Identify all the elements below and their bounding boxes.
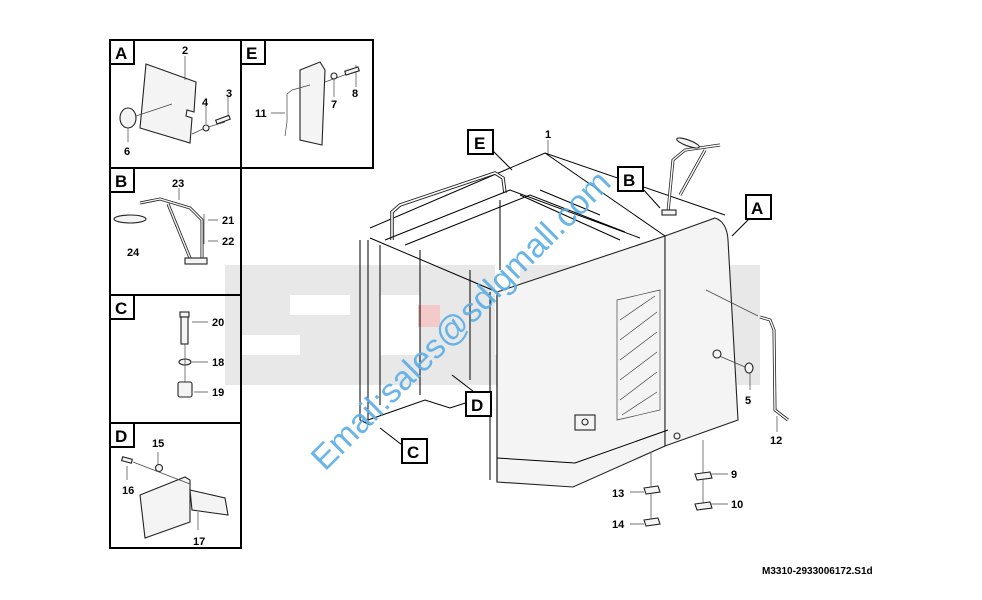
part-number-label: 23 (172, 178, 184, 190)
part-number-label: 5 (745, 395, 751, 407)
cab-frame-part-1 (359, 137, 789, 527)
part-number-label: 4 (202, 97, 209, 109)
part-number-label: 18 (212, 357, 224, 369)
part-number-label: 11 (255, 108, 267, 120)
bushing-part-19 (177, 381, 193, 398)
panel-c-label: C (115, 299, 127, 318)
callout-a: A (745, 194, 772, 220)
part-number-label: 12 (770, 435, 782, 447)
part-number-label: E (474, 134, 485, 153)
part-number-label: D (471, 396, 483, 415)
part-number-label: 15 (152, 438, 164, 450)
part-number-label: 1 (545, 129, 551, 141)
callout-d: D (465, 391, 492, 417)
main-part-numbers: 1 5 12 9 10 13 14 (545, 129, 782, 531)
part-number-label: 7 (331, 99, 337, 111)
panel-e-label: E (246, 44, 257, 63)
part-number-label: 17 (193, 536, 205, 548)
emblem-part-6 (119, 107, 137, 129)
callout-e: E (467, 129, 494, 155)
figure-code: M3310-2933006172.S1d (762, 566, 873, 577)
callout-b: B (617, 166, 644, 192)
inset-panels (109, 39, 374, 549)
panel-d: D 15 16 17 (109, 422, 229, 548)
part-number-label: 24 (127, 247, 140, 259)
door-catch-part-17 (139, 476, 191, 539)
part-number-label: A (751, 199, 763, 218)
part-number-label: 13 (612, 488, 624, 500)
callouts: E B A D C (379, 129, 772, 464)
part-number-label: 10 (731, 499, 743, 511)
part-number-label: 19 (212, 387, 224, 399)
part-number-label: B (623, 171, 635, 190)
window-seal-part-2 (139, 63, 197, 144)
part-number-label: 22 (222, 236, 234, 248)
pillar-cover (299, 61, 326, 146)
part-number-label: 16 (122, 485, 134, 497)
part-number-label: 9 (731, 469, 737, 481)
part-number-label: 2 (182, 45, 188, 57)
louvre-vent (616, 289, 661, 421)
part-number-label: 8 (352, 88, 358, 100)
callout-c: C (401, 438, 428, 464)
panel-b-label: B (115, 172, 127, 191)
panel-d-label: D (115, 427, 127, 446)
part-number-label: 20 (212, 317, 224, 329)
panel-a: A 2 3 4 6 (109, 39, 232, 158)
panel-e: E 11 7 8 (240, 39, 360, 146)
panel-a-label: A (115, 44, 127, 63)
bolt-part-20 (180, 316, 189, 345)
panel-b: B 23 21 22 24 (109, 167, 234, 265)
part-number-label: 6 (124, 146, 130, 158)
part-number-label: 21 (222, 215, 234, 227)
part-number-label: 3 (226, 88, 232, 100)
part-number-label: C (407, 443, 419, 462)
panel-c: C 20 18 19 (109, 294, 224, 399)
mirror-part-24 (113, 214, 147, 224)
part-number-label: 14 (612, 519, 625, 531)
